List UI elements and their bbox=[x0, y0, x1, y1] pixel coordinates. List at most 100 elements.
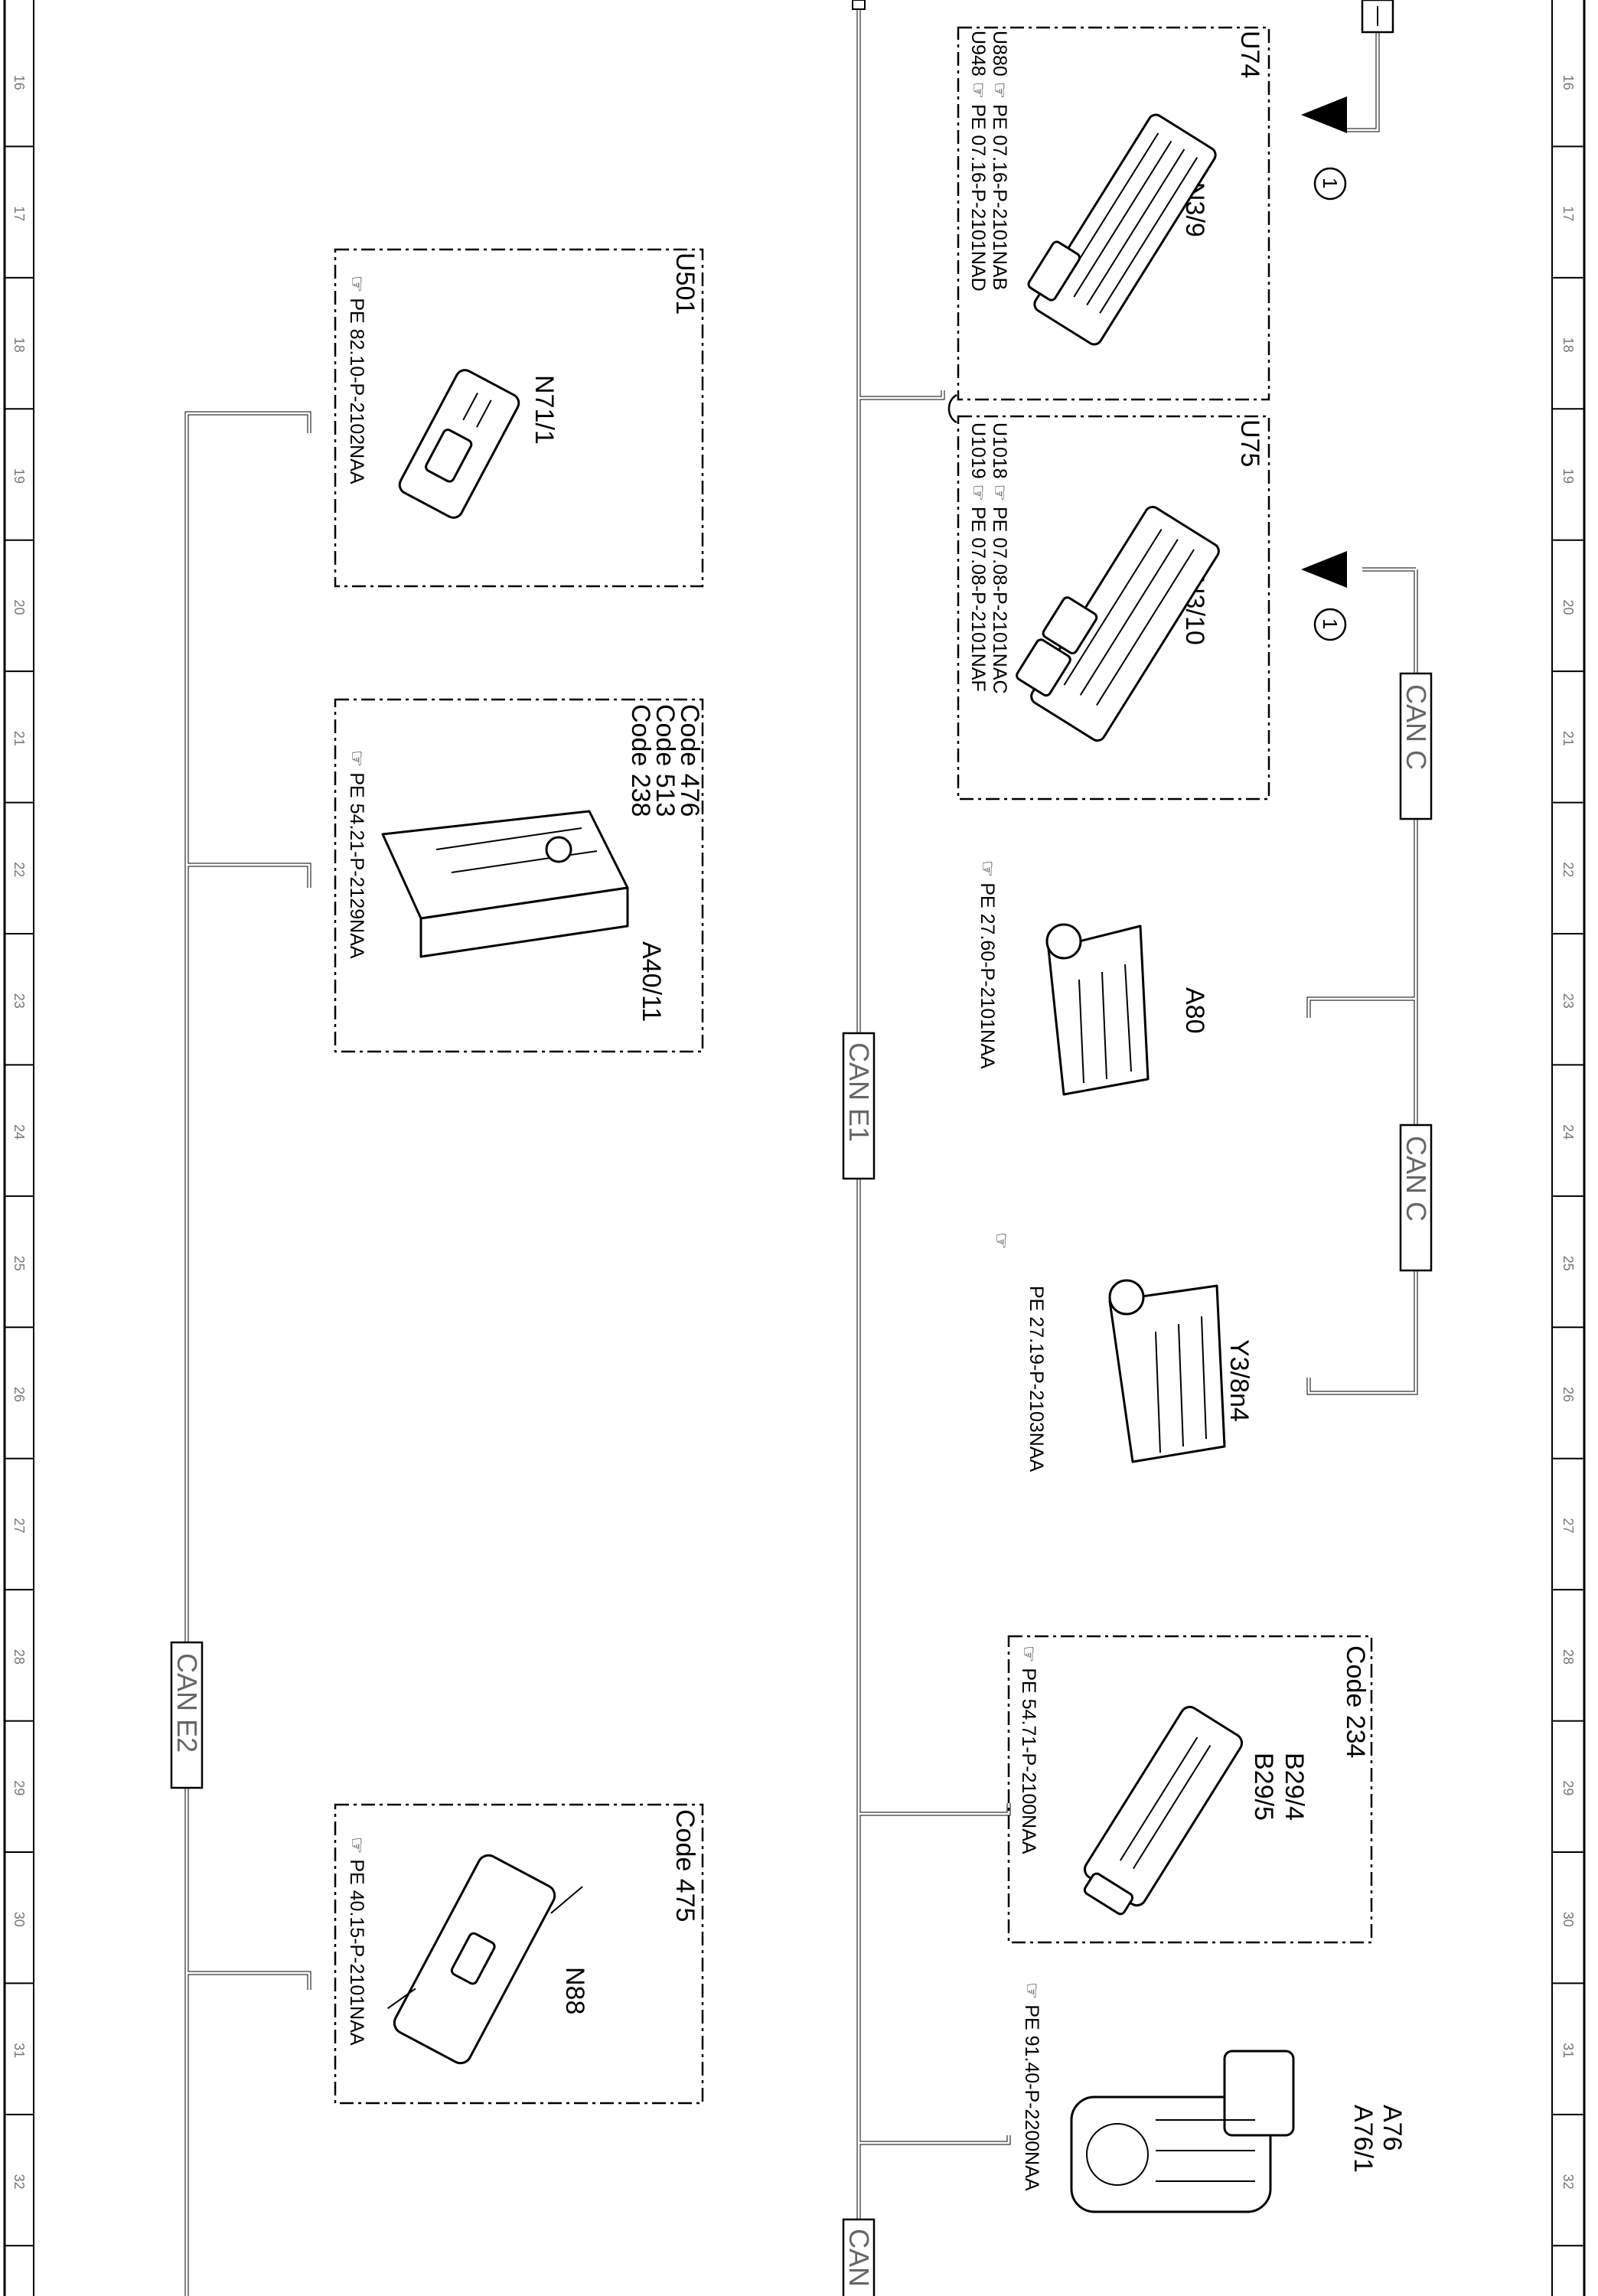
grid-number: 16 bbox=[11, 75, 27, 90]
component-a40-11: Code 476 Code 513 Code 238 A40/11 ☞ PE 5… bbox=[334, 698, 704, 1053]
u74-ref-1: U880 ☞ PE 07.16-P-2101NAB bbox=[989, 31, 1010, 290]
n71-1-control-unit bbox=[398, 369, 520, 519]
component-y3-8n4: Y3/8n4 ☞ PE 27.19-P-2103NAA bbox=[990, 1232, 1254, 1473]
grid-number: 23 bbox=[1560, 993, 1576, 1009]
grid-number: 24 bbox=[11, 1124, 27, 1140]
can-e2-label: CAN E2 bbox=[171, 1653, 203, 1753]
grid-number: 18 bbox=[1560, 338, 1576, 353]
can-c-label-2: CAN C bbox=[1401, 1136, 1432, 1221]
marker-circle-1b bbox=[1313, 608, 1347, 641]
grid-number: 32 bbox=[1560, 2174, 1576, 2190]
a76-belt-tensioner bbox=[1070, 2050, 1295, 2213]
a76-1-label: A76/1 bbox=[1349, 2105, 1378, 2173]
component-u501: U501 N71/1 ☞ PE 82.10-P-2102NAA bbox=[334, 248, 704, 588]
can-e1-bus: CAN E1 CAN bbox=[842, 0, 1011, 2296]
n88-label: N88 bbox=[560, 1967, 589, 2014]
a40-11-code-3: Code 238 bbox=[626, 704, 655, 817]
grid-number: 29 bbox=[11, 1780, 27, 1795]
grid-number: 20 bbox=[1560, 599, 1576, 615]
grid-number: 26 bbox=[11, 1387, 27, 1402]
grid-number: 29 bbox=[1560, 1780, 1576, 1795]
n3-9-engine-control-unit bbox=[1027, 113, 1217, 346]
component-b29: Code 234 B29/4 B29/5 ☞ PE 54.71-P-2100NA… bbox=[1007, 1635, 1373, 1944]
b29-radar-sensor bbox=[1083, 1705, 1244, 1916]
can-cut-label-box bbox=[842, 2218, 876, 2296]
u75-ref-2: U1019 ☞ PE 07.08-P-2101NAF bbox=[967, 422, 989, 692]
can-cut-label: CAN bbox=[843, 2229, 875, 2287]
component-a80: A80 ☞ PE 27.60-P-2101NAA bbox=[977, 860, 1209, 1096]
b29-code: Code 234 bbox=[1341, 1645, 1370, 1758]
n88-code: Code 475 bbox=[670, 1809, 700, 1922]
marker-1b-text: 1 bbox=[1319, 618, 1342, 629]
connector-arrow-1: 1 bbox=[1301, 96, 1347, 201]
b29-ref: ☞ PE 54.71-P-2100NAA bbox=[1018, 1645, 1039, 1854]
u75-box bbox=[957, 415, 1270, 801]
a40-11-label: A40/11 bbox=[637, 941, 666, 1022]
a40-11-code-2: Code 513 bbox=[651, 704, 680, 817]
marker-1a-text: 1 bbox=[1319, 178, 1342, 188]
grid-number: 31 bbox=[1560, 2043, 1576, 2058]
can-e1-label: CAN E1 bbox=[843, 1042, 875, 1142]
u501-ref: ☞ PE 82.10-P-2102NAA bbox=[346, 276, 367, 484]
a40-11-box bbox=[334, 698, 704, 1053]
a80-ref: ☞ PE 27.60-P-2101NAA bbox=[977, 860, 998, 1069]
n88-tire-pressure-module bbox=[386, 1854, 583, 2065]
grid-number: 28 bbox=[11, 1649, 27, 1665]
b29-box bbox=[1007, 1635, 1373, 1944]
a76-label: A76 bbox=[1378, 2105, 1407, 2151]
component-group-u74-u75: U74 N3/9 U880 ☞ PE 07.16-P-2101NAB U948 … bbox=[947, 26, 1270, 801]
grid-number: 23 bbox=[11, 993, 27, 1009]
can-e2-label-box bbox=[170, 1641, 204, 1789]
grid-number: 17 bbox=[11, 206, 27, 221]
can-c-label-box-1 bbox=[1399, 672, 1433, 820]
u74-box-id: U74 bbox=[1235, 31, 1264, 78]
u75-box-id: U75 bbox=[1235, 419, 1264, 467]
grid-number: 30 bbox=[1560, 1912, 1576, 1927]
component-a76: A76 A76/1 ☞ PE 91.40-P-2200NAA bbox=[1021, 1982, 1407, 2213]
n88-ref: ☞ PE 40.15-P-2101NAA bbox=[346, 1837, 367, 2046]
b29-4-label: B29/4 bbox=[1280, 1753, 1309, 1821]
grid-number: 20 bbox=[11, 599, 27, 615]
grid-number: 24 bbox=[1560, 1124, 1576, 1140]
grid-number: 25 bbox=[1560, 1256, 1576, 1271]
b29-5-label: B29/5 bbox=[1249, 1753, 1278, 1821]
u74-box bbox=[957, 26, 1270, 401]
grid-number: 18 bbox=[11, 338, 27, 353]
connector-arrow-2: 1 bbox=[1301, 551, 1347, 641]
can-e1-label-box bbox=[842, 1032, 876, 1180]
n3-10-engine-control-unit bbox=[1016, 505, 1220, 742]
a80-label: A80 bbox=[1180, 987, 1209, 1034]
grid-number: 28 bbox=[1560, 1649, 1576, 1665]
component-n88: Code 475 N88 ☞ PE 40.15-P-2101NAA bbox=[334, 1803, 704, 2105]
can-e2-bus: CAN E2 bbox=[170, 411, 311, 2296]
grid-number: 22 bbox=[11, 862, 27, 877]
u501-box bbox=[334, 248, 704, 588]
grid-number: 16 bbox=[1560, 75, 1576, 90]
a40-11-camera-unit bbox=[381, 810, 629, 958]
grid-number: 26 bbox=[1560, 1387, 1576, 1402]
a76-ref: ☞ PE 91.40-P-2200NAA bbox=[1021, 1982, 1042, 2191]
a40-11-ref: ☞ PE 54.21-P-2129NAA bbox=[346, 750, 367, 959]
grid-number: 21 bbox=[1560, 731, 1576, 746]
grid-number: 22 bbox=[1560, 862, 1576, 877]
u74-ref-2: U948 ☞ PE 07.16-P-2101NAD bbox=[967, 31, 989, 292]
grid-number: 31 bbox=[11, 2043, 27, 2058]
can-c-label-box-2 bbox=[1399, 1124, 1433, 1272]
a80-actuator bbox=[1045, 923, 1150, 1096]
a40-11-code-1: Code 476 bbox=[675, 704, 704, 817]
y3-8n4-ref: PE 27.19-P-2103NAA bbox=[1026, 1286, 1047, 1473]
grid-number: 27 bbox=[11, 1518, 27, 1533]
grid-number: 25 bbox=[11, 1256, 27, 1271]
grid-number: 19 bbox=[1560, 468, 1576, 484]
grid-frame: 16 17 18 19 20 21 22 23 24 25 26 27 28 29 30 31 32 16 17 1… bbox=[3, 0, 1586, 2296]
u75-ref-1: U1018 ☞ PE 07.08-P-2101NAC bbox=[989, 422, 1010, 694]
marker-circle-1a bbox=[1313, 167, 1347, 201]
grid-number: 17 bbox=[1560, 206, 1576, 221]
can-c-label-1: CAN C bbox=[1401, 684, 1432, 770]
grid-number: 30 bbox=[11, 1912, 27, 1927]
grid-number: 21 bbox=[11, 731, 27, 746]
n88-box bbox=[334, 1803, 704, 2105]
can-c-bus: CAN C CAN C bbox=[1306, 0, 1433, 1395]
y3-8n4-transmission-module bbox=[1108, 1279, 1226, 1463]
